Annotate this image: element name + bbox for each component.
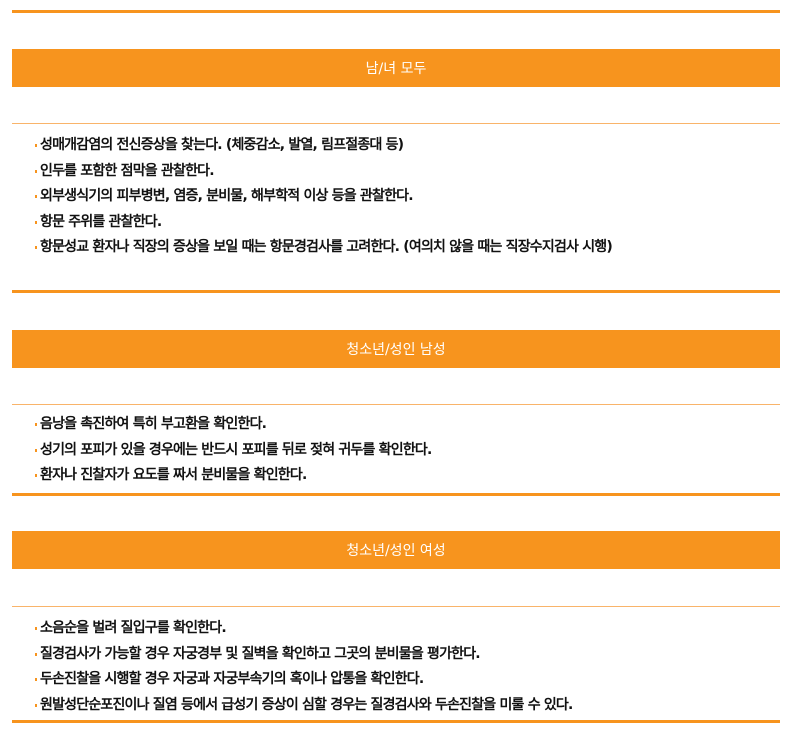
list-item: 외부생식기의 피부병변, 염증, 분비물, 해부학적 이상 등을 관찰한다. <box>34 184 770 210</box>
list-item: 원발성단순포진이나 질염 등에서 급성기 증상이 심할 경우는 질경검사와 두손… <box>34 693 770 719</box>
divider <box>12 290 780 293</box>
section-list-male: 음낭을 촉진하여 특히 부고환을 확인한다. 성기의 포피가 있을 경우에는 반… <box>34 412 770 489</box>
section-header-male: 청소년/성인 남성 <box>12 330 780 368</box>
list-item: 질경검사가 가능할 경우 자궁경부 및 질벽을 확인하고 그곳의 분비물을 평가… <box>34 642 770 668</box>
list-item: 두손진찰을 시행할 경우 자궁과 자궁부속기의 혹이나 압통을 확인한다. <box>34 667 770 693</box>
list-item: 성매개감염의 전신증상을 찾는다. (체중감소, 발열, 림프절종대 등) <box>34 133 770 159</box>
divider <box>12 123 780 124</box>
list-item: 성기의 포피가 있을 경우에는 반드시 포피를 뒤로 젖혀 귀두를 확인한다. <box>34 438 770 464</box>
divider <box>12 606 780 607</box>
list-item: 소음순을 벌려 질입구를 확인한다. <box>34 616 770 642</box>
list-item: 음낭을 촉진하여 특히 부고환을 확인한다. <box>34 412 770 438</box>
section-header-all: 남/녀 모두 <box>12 49 780 87</box>
divider <box>12 10 780 13</box>
section-list-female: 소음순을 벌려 질입구를 확인한다. 질경검사가 가능할 경우 자궁경부 및 질… <box>34 616 770 718</box>
section-list-all: 성매개감염의 전신증상을 찾는다. (체중감소, 발열, 림프절종대 등) 인두… <box>34 133 770 261</box>
list-item: 항문성교 환자나 직장의 증상을 보일 때는 항문경검사를 고려한다. (여의치… <box>34 235 770 261</box>
section-header-female: 청소년/성인 여성 <box>12 531 780 569</box>
list-item: 환자나 진찰자가 요도를 짜서 분비물을 확인한다. <box>34 463 770 489</box>
list-item: 인두를 포함한 점막을 관찰한다. <box>34 159 770 185</box>
divider <box>12 493 780 496</box>
list-item: 항문 주위를 관찰한다. <box>34 210 770 236</box>
divider <box>12 720 780 723</box>
divider <box>12 404 780 405</box>
